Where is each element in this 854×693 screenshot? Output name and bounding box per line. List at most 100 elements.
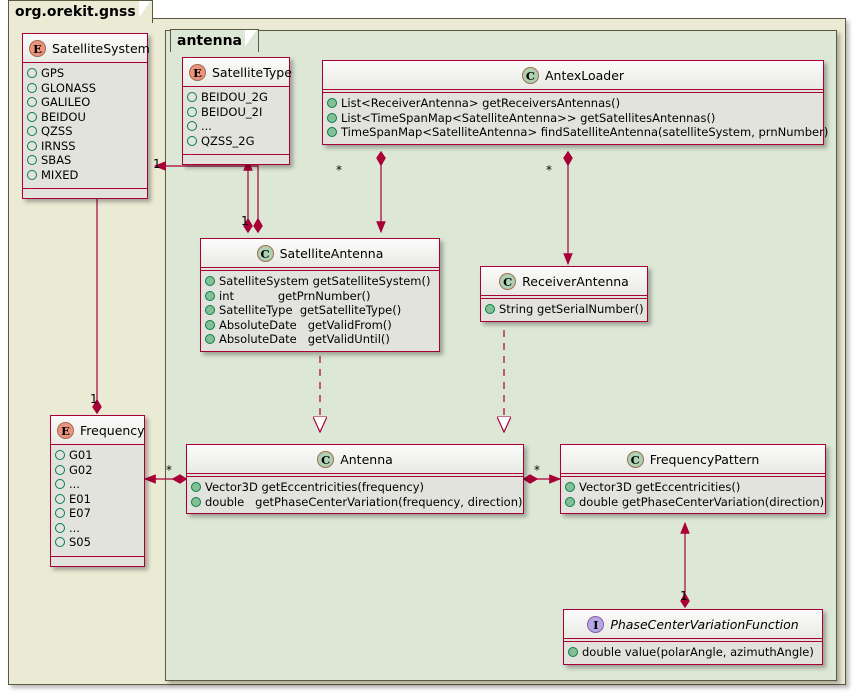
member-row: List<ReceiverAntenna> getReceiversAntenn… [327,96,819,111]
node-empty-compartment [23,189,147,198]
enum-constant-icon [187,106,197,117]
member-label: ... [69,477,80,491]
member-row: BEIDOU [27,110,143,125]
member-label: SatelliteSystem getSatelliteSystem() [219,274,431,288]
enum-constant-icon [27,68,37,78]
method-visibility-icon [568,647,578,657]
multiplicity-label: 1 [680,589,688,603]
member-row: G01 [55,448,140,463]
class-stereotype-icon: C [626,451,644,468]
package-name-text: org.orekit.gnss [15,4,136,20]
member-row: IRNSS [27,139,143,154]
method-visibility-icon [327,112,337,123]
multiplicity-label: 1 [153,157,161,171]
node-members: List<ReceiverAntenna> getReceiversAntenn… [323,93,828,144]
enum-constant-icon [27,82,37,93]
member-row: QZSS [27,124,143,139]
class-stereotype-icon: C [521,67,539,84]
member-label: List<TimeSpanMap<SatelliteAntenna>> getS… [341,110,716,125]
member-row: List<TimeSpanMap<SatelliteAntenna>> getS… [327,111,819,126]
method-visibility-icon [205,290,215,301]
member-label: int getPrnNumber() [219,288,371,303]
member-label: AbsoluteDate getValidFrom() [219,317,392,332]
folded-corner-icon [139,1,152,23]
node-members: double value(polarAngle, azimuthAngle) [564,642,822,664]
member-row: BEIDOU_2G [187,90,285,105]
member-row: SatelliteType getSatelliteType() [205,303,435,318]
node-empty-compartment [183,155,289,164]
member-row: Vector3D getEccentricities(frequency) [191,480,519,495]
node-separator [201,268,439,271]
node-separator [481,296,647,299]
member-row: BEIDOU_2I [187,105,285,120]
node-title: Frequency [80,423,145,438]
method-visibility-icon [191,482,201,492]
member-row: AbsoluteDate getValidUntil() [205,332,435,347]
enum-constant-icon [27,126,37,136]
member-row: GALILEO [27,95,143,110]
member-row: double getPhaseCenterVariation(frequency… [191,495,522,510]
member-row: double value(polarAngle, azimuthAngle) [568,645,818,660]
node-title: PhaseCenterVariationFunction [610,617,799,632]
multiplicity-label: * [534,463,540,477]
node-title: FrequencyPattern [649,452,760,467]
member-label: List<ReceiverAntenna> getReceiversAntenn… [341,96,621,110]
node-separator [561,474,825,477]
member-label: IRNSS [41,138,76,153]
method-visibility-icon [565,496,575,507]
member-label: GPS [41,66,65,80]
node-members: Vector3D getEccentricities(frequency)dou… [187,477,523,513]
member-label: TimeSpanMap<SatelliteAntenna> findSatell… [341,125,829,139]
package-name-text: antenna [177,33,242,49]
node-title: SatelliteType [212,65,292,80]
enum-constant-icon [187,121,197,131]
node-members: SatelliteSystem getSatelliteSystem()int … [201,271,439,351]
enum-constant-icon [27,140,37,151]
node-separator [187,474,523,477]
enum-constant-icon [55,479,65,489]
multiplicity-label: * [166,463,172,477]
enum-constant-icon [187,135,197,146]
member-row: S05 [55,535,140,550]
member-label: E01 [69,491,91,506]
member-row: ... [187,119,285,134]
member-row: G02 [55,463,140,478]
method-visibility-icon [205,305,215,315]
method-visibility-icon [191,496,201,507]
member-row: SatelliteSystem getSatelliteSystem() [205,274,435,289]
multiplicity-label: 1 [90,392,98,406]
member-row: double getPhaseCenterVariation(direction… [565,495,824,510]
enum-constant-icon [27,97,37,107]
node-title: ReceiverAntenna [522,274,629,289]
enum-constant-icon [55,450,65,460]
member-row: GLONASS [27,81,143,96]
enum-constant-icon [27,111,37,122]
node-title: SatelliteSystem [52,41,150,56]
enum-constant-icon [27,155,37,165]
enum-constant-icon [55,522,65,533]
member-label: SBAS [41,153,72,167]
member-label: ... [69,520,80,535]
multiplicity-label: * [336,163,342,177]
node-members: String getSerialNumber() [481,299,647,321]
member-row: MIXED [27,168,143,183]
node-empty-compartment [51,556,144,566]
member-label: BEIDOU_2I [201,104,263,119]
member-label: Vector3D getEccentricities(frequency) [205,480,425,494]
method-visibility-icon [205,276,215,286]
